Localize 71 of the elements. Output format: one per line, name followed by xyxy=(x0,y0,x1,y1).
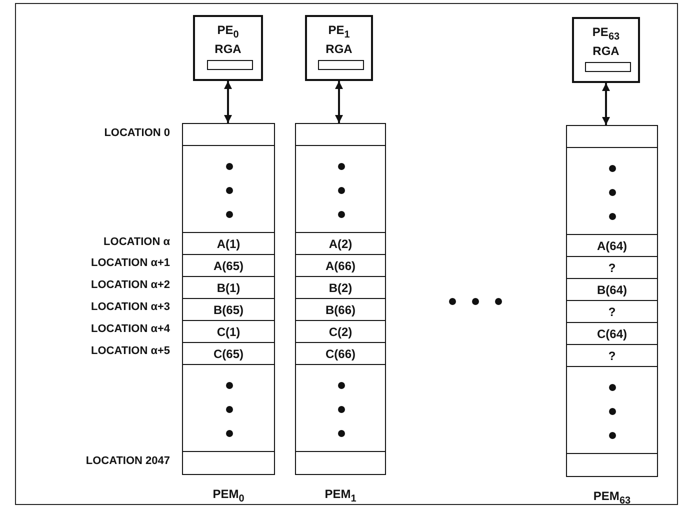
memory-cell xyxy=(566,300,658,324)
register-label: RGA xyxy=(324,42,354,56)
memory-cell xyxy=(182,320,275,344)
cell-value: A(64) xyxy=(596,239,627,253)
memory-module-label: PEM$_{63}$ xyxy=(592,489,632,506)
location-label: LOCATION α+1 xyxy=(91,257,170,269)
processing-element-name: PE$_{63}$ xyxy=(591,25,621,42)
memory-cell xyxy=(566,278,658,302)
location-label: LOCATION 2047 xyxy=(86,455,170,467)
memory-cell xyxy=(566,125,658,149)
memory-cell xyxy=(182,451,275,475)
cell-value: B(2) xyxy=(328,281,352,295)
memory-cell xyxy=(295,342,386,366)
memory-cell xyxy=(295,254,386,278)
memory-cell xyxy=(295,364,386,453)
location-label: LOCATION α xyxy=(104,236,170,248)
cell-value: B(64) xyxy=(596,283,627,297)
memory-cell xyxy=(182,254,275,278)
cell-value: C(2) xyxy=(328,325,352,339)
cell-value: A(1) xyxy=(216,237,240,251)
cell-value: C(64) xyxy=(596,327,627,341)
memory-module-label: PEM$_{1}$ xyxy=(324,487,358,504)
register-label: RGA xyxy=(592,44,620,58)
memory-cell xyxy=(566,453,658,477)
cell-value: C(66) xyxy=(325,347,356,361)
memory-cell xyxy=(295,145,386,234)
memory-cell xyxy=(182,298,275,322)
memory-cell xyxy=(566,322,658,346)
cell-value: C(1) xyxy=(216,325,240,339)
memory-cell xyxy=(566,234,658,258)
location-label: LOCATION α+4 xyxy=(91,323,170,335)
cell-value: A(66) xyxy=(325,259,356,273)
memory-cell xyxy=(295,123,386,147)
memory-cell xyxy=(295,298,386,322)
register-label: RGA xyxy=(214,42,242,56)
bidirectional-arrow xyxy=(335,81,343,123)
memory-cell xyxy=(182,342,275,366)
memory-cell xyxy=(295,276,386,300)
memory-cell xyxy=(182,145,275,234)
bidirectional-arrow xyxy=(224,81,232,123)
memory-cell xyxy=(295,451,386,475)
cell-value: ? xyxy=(608,261,616,275)
memory-cell xyxy=(566,366,658,455)
cell-value: A(65) xyxy=(213,259,244,273)
processing-element-box xyxy=(193,15,263,81)
processing-element-name: PE$_{0}$ xyxy=(216,23,240,40)
memory-cell xyxy=(566,147,658,236)
processing-element-name: PE$_{1}$ xyxy=(327,23,351,40)
cell-value: A(2) xyxy=(328,237,352,251)
location-label: LOCATION α+5 xyxy=(91,345,170,357)
cell-value: C(65) xyxy=(213,347,244,361)
bidirectional-arrow xyxy=(602,83,610,125)
memory-cell xyxy=(566,256,658,280)
location-label: LOCATION α+3 xyxy=(91,301,170,313)
memory-cell xyxy=(295,320,386,344)
location-label: LOCATION 0 xyxy=(104,127,170,139)
processing-element-box xyxy=(572,17,640,83)
cell-value: ? xyxy=(608,349,616,363)
memory-cell xyxy=(566,344,658,368)
cell-value: B(65) xyxy=(213,303,244,317)
memory-cell xyxy=(295,232,386,256)
memory-module-label: PEM$_{0}$ xyxy=(212,487,246,504)
cell-value: B(66) xyxy=(325,303,356,317)
memory-cell xyxy=(182,364,275,453)
memory-cell xyxy=(182,276,275,300)
cell-value: ? xyxy=(608,305,616,319)
location-label: LOCATION α+2 xyxy=(91,279,170,291)
processing-element-box xyxy=(305,15,373,81)
cell-value: B(1) xyxy=(216,281,240,295)
memory-cell xyxy=(182,123,275,147)
memory-cell xyxy=(182,232,275,256)
